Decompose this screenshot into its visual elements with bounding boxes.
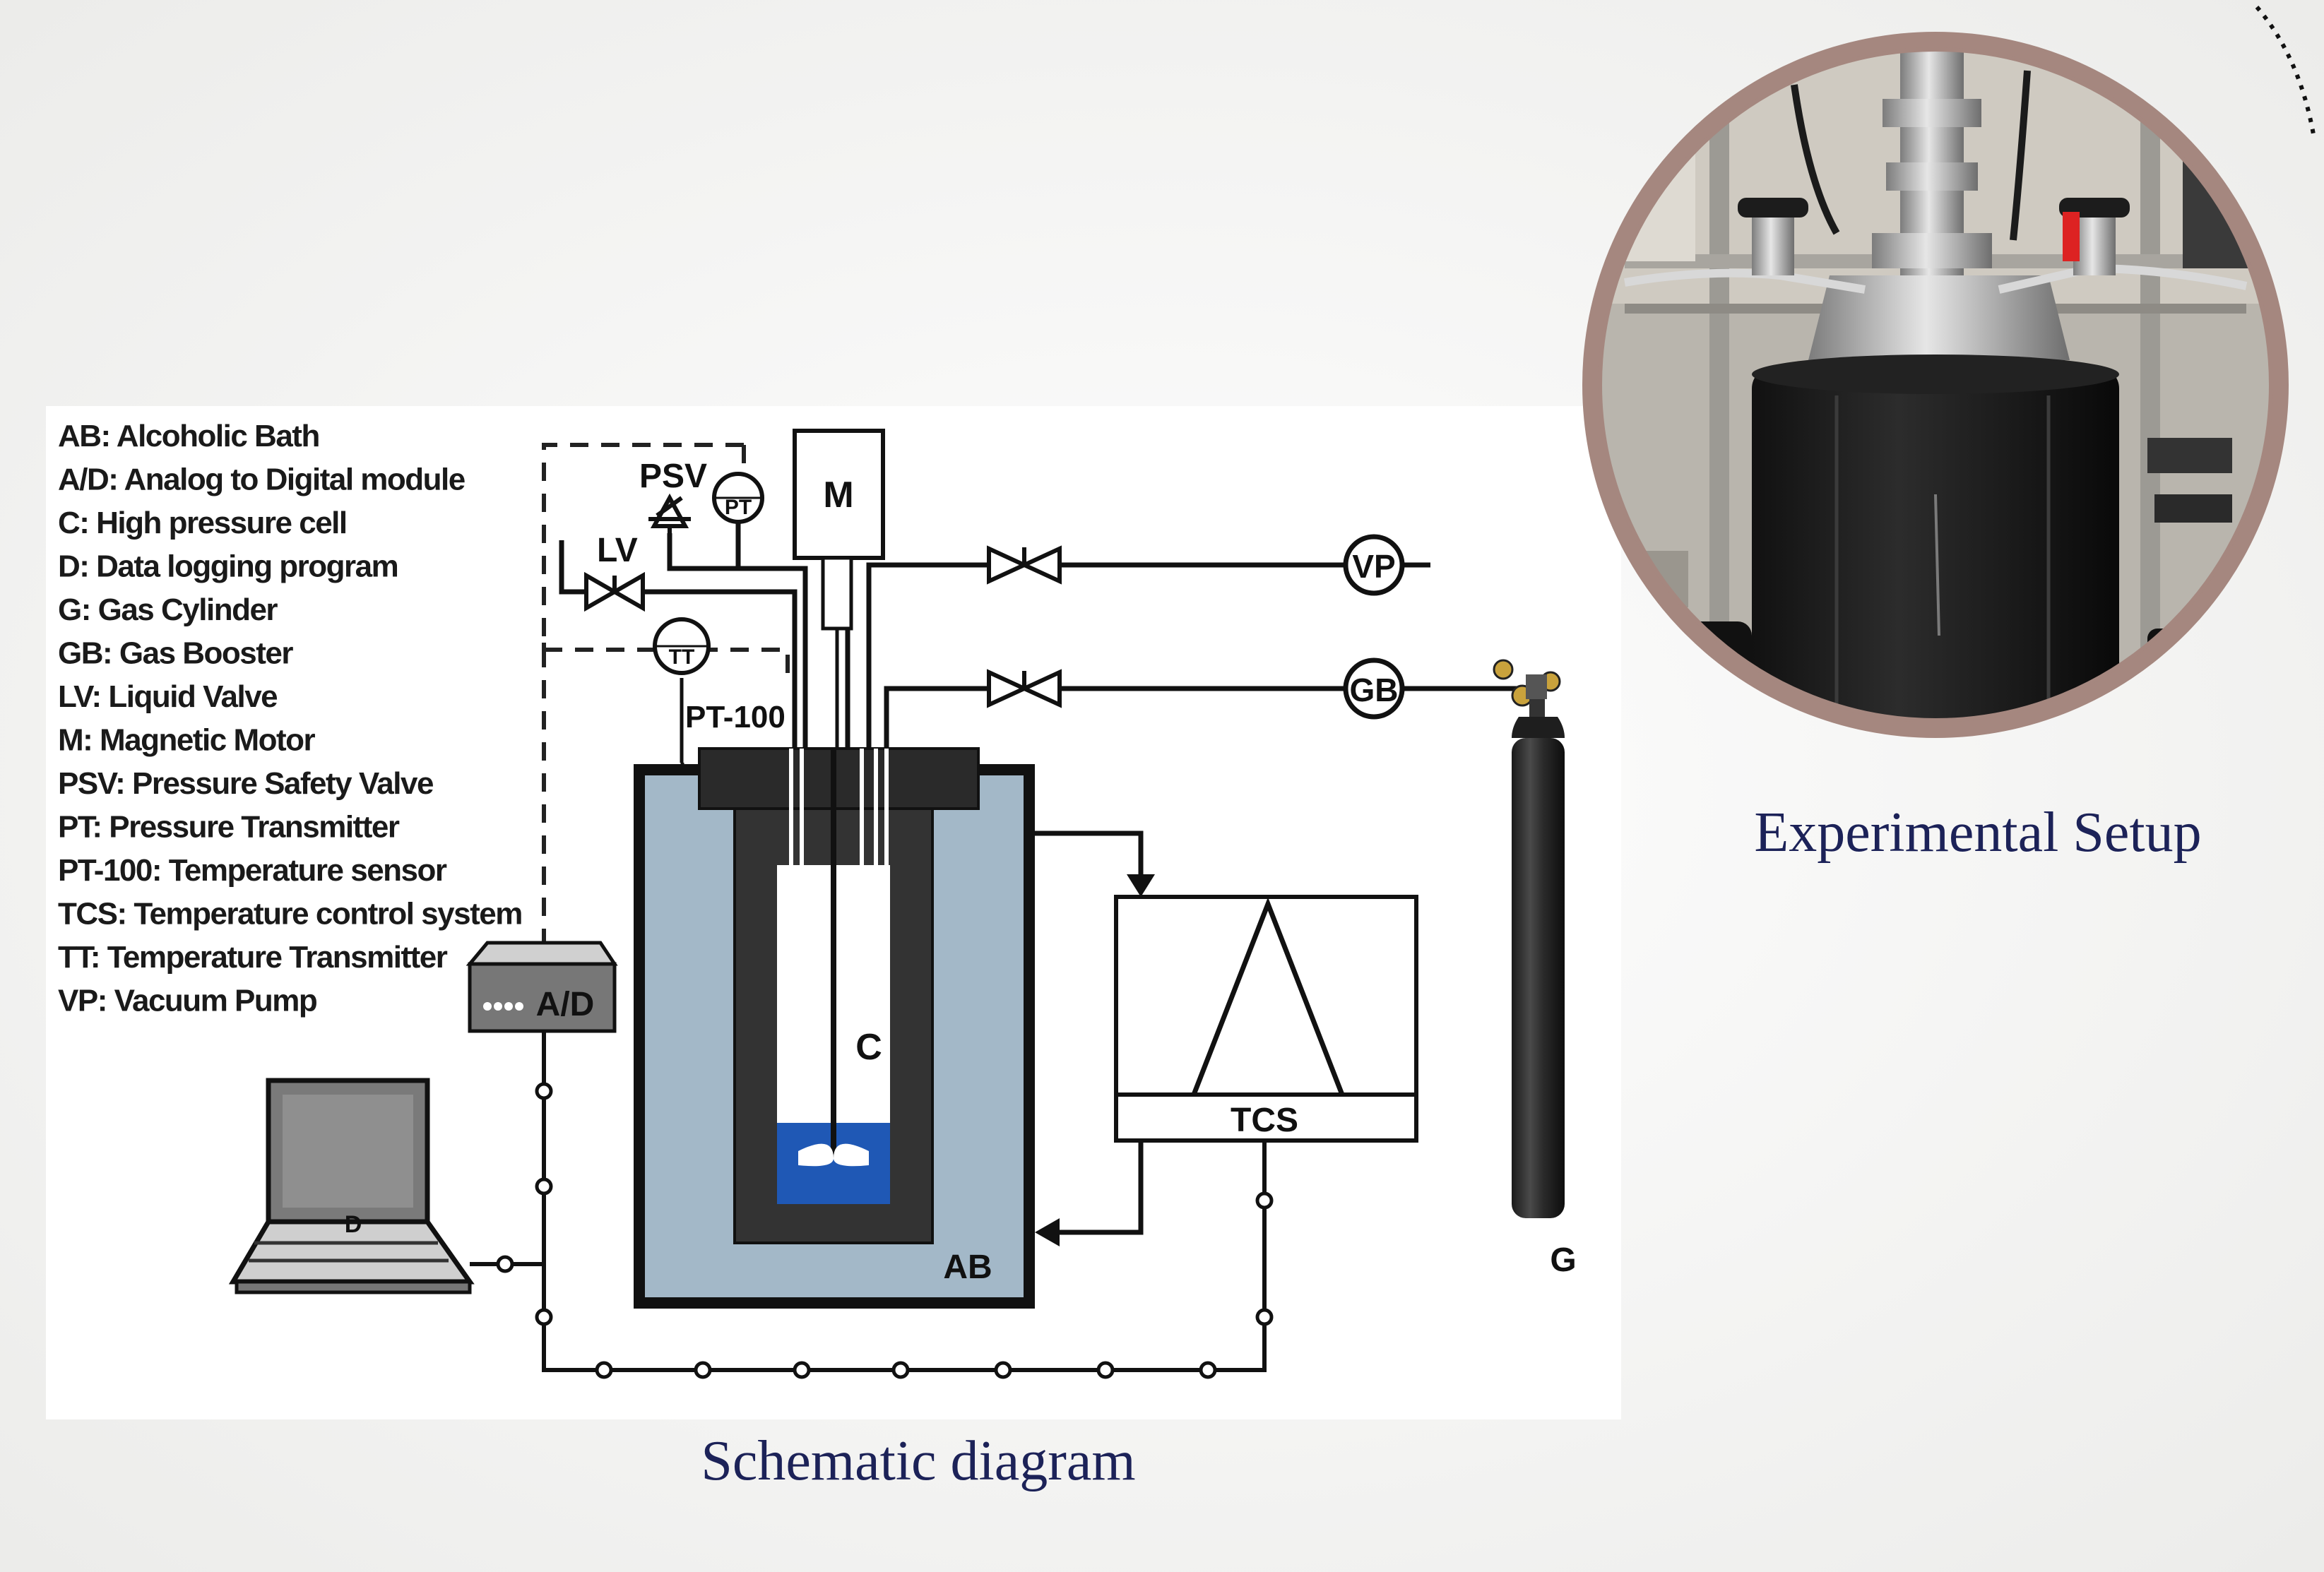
legend-item: G: Gas Cylinder [58, 593, 278, 627]
gas-booster: GB [1343, 657, 1405, 720]
label-pt100: PT-100 [685, 700, 785, 734]
legend-item: A/D: Analog to Digital module [58, 463, 465, 497]
legend-item: GB: Gas Booster [58, 636, 293, 671]
label-gb: GB [1350, 672, 1399, 708]
legend-item: TT: Temperature Transmitter [58, 940, 448, 975]
vacuum-pump: VP [1343, 534, 1405, 596]
data-bus-nodes [496, 1082, 1274, 1379]
dashed-signal-lines [542, 443, 790, 946]
caption-schematic: Schematic diagram [701, 1430, 1135, 1492]
gas-line-valve [987, 669, 1062, 708]
vacuum-line-valve [987, 545, 1062, 585]
liquid-valve: LV [584, 532, 645, 612]
label-c: C [855, 1027, 882, 1068]
legend-item: D: Data logging program [58, 549, 398, 584]
experimental-setup-photo [1582, 32, 2289, 738]
legend-item: PT-100: Temperature sensor [58, 853, 447, 888]
label-ad: A/D [536, 986, 595, 1023]
legend-item: TCS: Temperature control system [58, 897, 522, 931]
caption-photo: Experimental Setup [1754, 802, 2201, 864]
legend-item: AB: Alcoholic Bath [58, 419, 319, 453]
label-ab: AB [943, 1249, 992, 1286]
analog-to-digital-module: A/D [466, 941, 618, 1033]
gas-cylinder: G [1487, 659, 1577, 1279]
legend-item: PT: Pressure Transmitter [58, 810, 400, 845]
label-lv: LV [597, 532, 638, 569]
magnetic-motor: M [793, 429, 885, 631]
temperature-control-system: TCS [1029, 830, 1418, 1246]
legend-item: M: Magnetic Motor [58, 723, 316, 758]
legend-item: VP: Vacuum Pump [58, 984, 317, 1018]
label-vp: VP [1352, 548, 1395, 585]
label-tt: TT [669, 645, 695, 669]
label-g: G [1550, 1241, 1576, 1279]
legend-item: C: High pressure cell [58, 506, 347, 540]
legend-item: LV: Liquid Valve [58, 679, 277, 714]
pressure-safety-valve: PSV [639, 458, 707, 537]
label-tcs: TCS [1231, 1102, 1298, 1139]
laptop-data-logger: D [228, 1078, 475, 1294]
label-m: M [823, 475, 853, 516]
legend-item: PSV: Pressure Safety Valve [58, 766, 433, 801]
temperature-transmitter: TT PT-100 [653, 617, 785, 734]
label-d: D [345, 1211, 362, 1238]
pressure-transmitter: PT [712, 472, 764, 524]
alcoholic-bath: C AB [634, 747, 1035, 1309]
label-psv: PSV [639, 458, 707, 495]
label-pt: PT [725, 496, 752, 519]
